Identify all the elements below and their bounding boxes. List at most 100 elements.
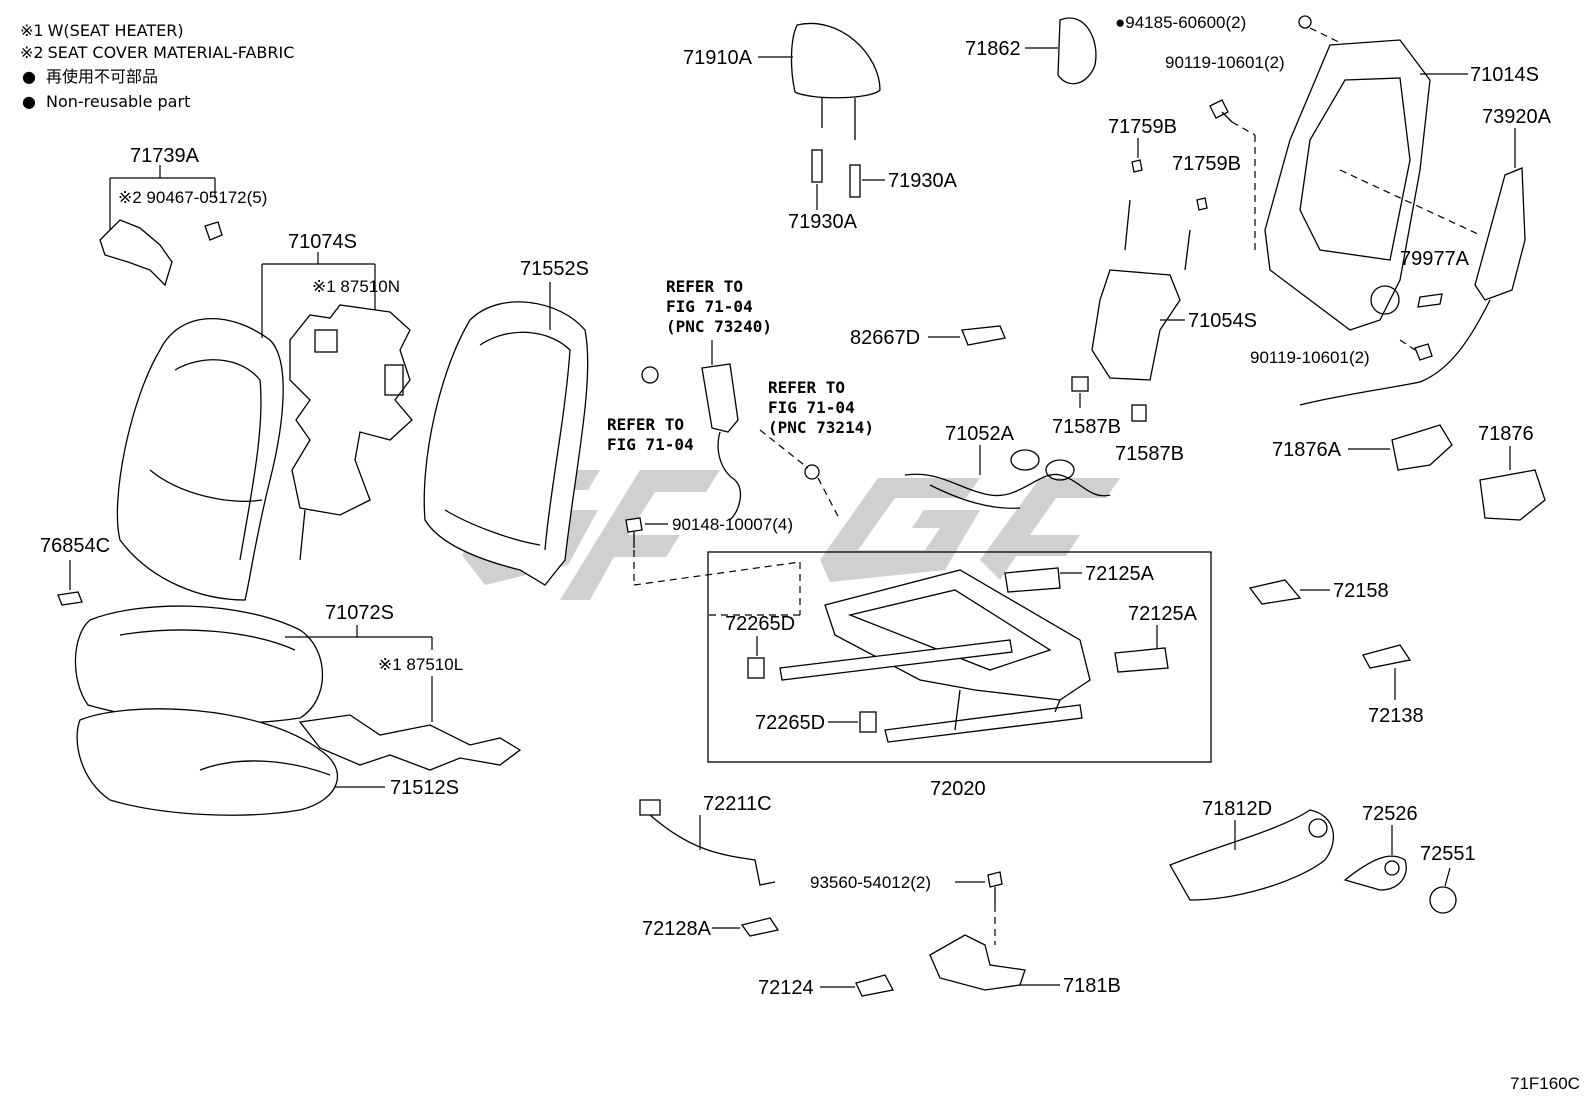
svg-text:FIG 71-04: FIG 71-04 <box>768 398 855 417</box>
svg-text:REFER TO: REFER TO <box>768 378 845 397</box>
label-72138: 72138 <box>1368 705 1424 727</box>
part-73920A-airbag <box>1299 128 1526 406</box>
part-71052A-harness <box>904 445 1111 509</box>
reference-fig-71-04: REFER TO FIG 71-04 <box>607 415 694 454</box>
label-71930A-right: 71930A <box>888 170 958 192</box>
part-72211C-rod <box>639 799 776 886</box>
part-71876A <box>1348 424 1453 471</box>
label-72551: 72551 <box>1420 843 1476 865</box>
part-71072S-cushion-cover <box>74 605 433 724</box>
svg-text:(PNC 73240): (PNC 73240) <box>666 317 772 336</box>
part-71074S-seatback-cover <box>116 252 376 601</box>
label-79977A: 79977A <box>1400 248 1470 270</box>
part-71759B-clips <box>1131 138 1208 211</box>
label-71052A: 71052A <box>945 423 1015 445</box>
note-non-reusable-en: ●Non-reusable part <box>22 92 190 111</box>
part-72158 <box>1248 579 1330 605</box>
figure-code: 71F160C <box>1510 1074 1580 1093</box>
part-72125A <box>1004 567 1169 673</box>
label-94185-60600: ●94185-60600(2) <box>1115 13 1246 32</box>
label-87510L: ※1 87510L <box>378 655 463 674</box>
svg-text:FIG 71-04: FIG 71-04 <box>666 297 753 316</box>
label-71074S: 71074S <box>288 231 357 253</box>
part-76854C <box>57 560 83 606</box>
label-72125A-b: 72125A <box>1128 603 1198 625</box>
svg-text:REFER TO: REFER TO <box>607 415 684 434</box>
label-72526: 72526 <box>1362 803 1418 825</box>
label-90119-10601-top: 90119-10601(2) <box>1165 53 1285 72</box>
part-82667D <box>928 325 1006 346</box>
part-87510L-heater <box>298 676 522 771</box>
label-71054S: 71054S <box>1188 310 1257 332</box>
label-72211C: 72211C <box>703 793 772 815</box>
label-90119-10601-bottom: 90119-10601(2) <box>1250 348 1370 367</box>
label-72125A-a: 72125A <box>1085 563 1155 585</box>
label-71552S: 71552S <box>520 258 589 280</box>
part-72124 <box>820 974 894 997</box>
nut-icon <box>1298 15 1312 29</box>
bolt-icon-bottom <box>1414 343 1433 361</box>
part-71512S-cushion-pad <box>76 708 385 816</box>
svg-text:(PNC 73214): (PNC 73214) <box>768 418 874 437</box>
part-71910A-headrest <box>758 22 881 140</box>
label-93560-54012: 93560-54012(2) <box>810 873 931 892</box>
label-71739A: 71739A <box>130 145 200 167</box>
bolt-icon-93560 <box>987 871 1003 905</box>
frame-box-72020 <box>707 551 1212 763</box>
note-non-reusable-jp: ●再使用不可部品 <box>22 67 158 86</box>
label-71759B-a: 71759B <box>1108 116 1177 138</box>
reference-pnc-73214: REFER TO FIG 71-04 (PNC 73214) <box>768 378 874 437</box>
part-seat-track <box>779 569 1091 743</box>
label-71812D: 71812D <box>1202 798 1272 820</box>
svg-text:REFER TO: REFER TO <box>666 277 743 296</box>
part-seatbelt-buckle <box>641 340 841 521</box>
part-72265D <box>747 636 877 733</box>
label-71014S: 71014S <box>1470 64 1539 86</box>
part-71014S-seatback-frame <box>1264 39 1468 331</box>
label-90467-05172: ※2 90467-05172(5) <box>118 188 267 207</box>
part-90148-bolt <box>625 517 801 616</box>
part-71930A-guides <box>811 149 885 210</box>
label-82667D: 82667D <box>850 327 920 349</box>
part-71862 <box>1025 17 1097 85</box>
label-87510N: ※1 87510N <box>312 277 400 296</box>
label-90148-10007: 90148-10007(4) <box>672 515 793 534</box>
label-71587B-a: 71587B <box>1052 416 1121 438</box>
part-71587B-clips <box>1071 376 1147 422</box>
label-72128A: 72128A <box>642 918 712 940</box>
part-72128A <box>712 917 780 937</box>
label-76854C: 76854C <box>40 535 110 557</box>
label-71759B-b: 71759B <box>1172 153 1241 175</box>
label-71862: 71862 <box>965 38 1021 60</box>
bolt-icon <box>1209 99 1233 123</box>
label-71876A: 71876A <box>1272 439 1342 461</box>
part-72551-cap <box>1429 867 1457 914</box>
label-73920A: 73920A <box>1482 106 1552 128</box>
label-71512S: 71512S <box>390 777 459 799</box>
part-71812D-side-shield <box>1169 809 1334 901</box>
label-71930A-bottom: 71930A <box>788 211 858 233</box>
svg-text:FIG 71-04: FIG 71-04 <box>607 435 694 454</box>
label-71587B-b: 71587B <box>1115 443 1184 465</box>
part-71739A <box>99 165 223 287</box>
label-71072S: 71072S <box>325 602 394 624</box>
part-71552S-seatback-pad <box>423 282 589 586</box>
label-72265D-a: 72265D <box>725 613 795 635</box>
label-7181B: 7181B <box>1063 975 1121 997</box>
part-71054S-lumbar <box>1091 199 1191 381</box>
part-72526-knob <box>1343 825 1407 891</box>
part-72138 <box>1362 644 1412 700</box>
label-71910A: 71910A <box>683 47 753 69</box>
part-7181B-bracket <box>929 934 1060 991</box>
label-72124: 72124 <box>758 977 814 999</box>
label-72158: 72158 <box>1333 580 1389 602</box>
reference-pnc-73240: REFER TO FIG 71-04 (PNC 73240) <box>666 277 772 336</box>
part-79977A-label <box>1417 293 1443 308</box>
part-71876 <box>1479 446 1546 521</box>
label-72020: 72020 <box>930 778 986 800</box>
label-71876: 71876 <box>1478 423 1534 445</box>
